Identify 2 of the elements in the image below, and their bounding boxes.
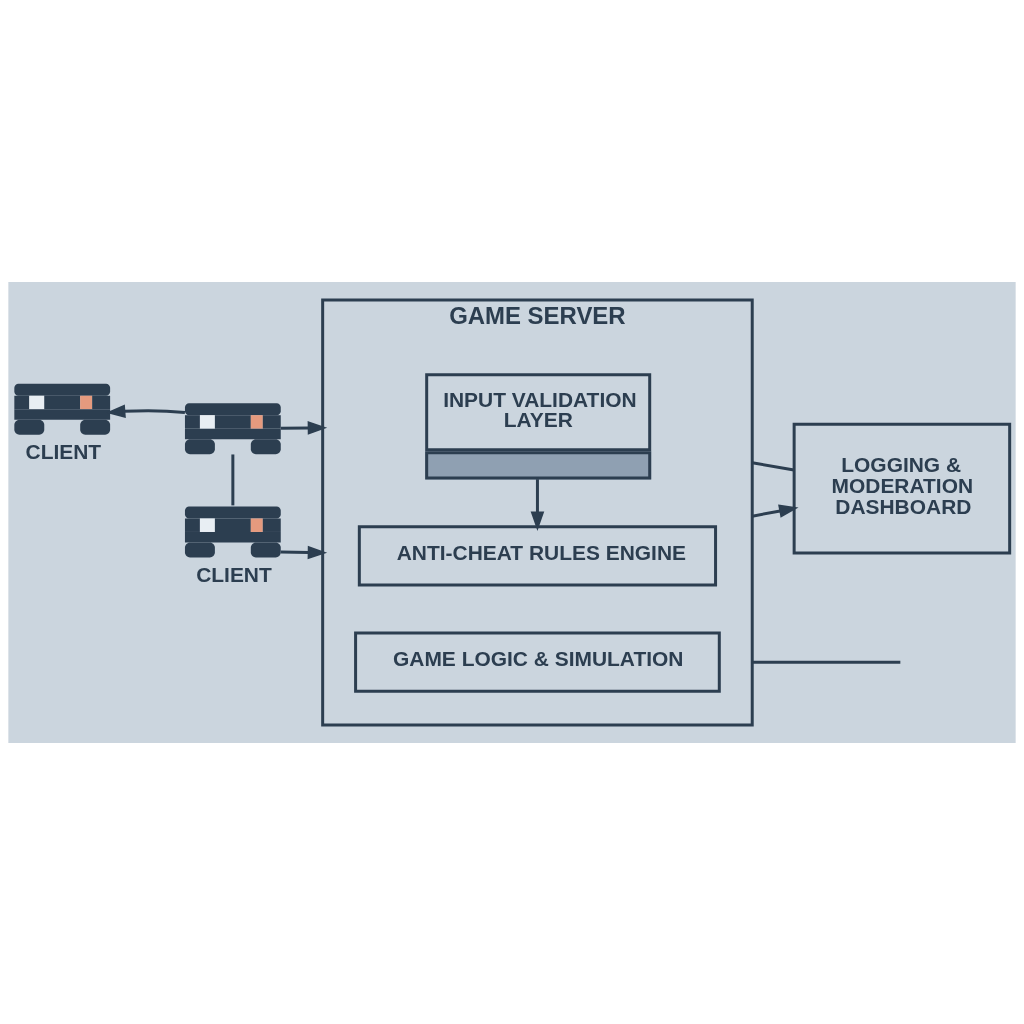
node-label: CLIENT xyxy=(196,562,272,586)
node-label: CLIENT xyxy=(25,439,102,463)
